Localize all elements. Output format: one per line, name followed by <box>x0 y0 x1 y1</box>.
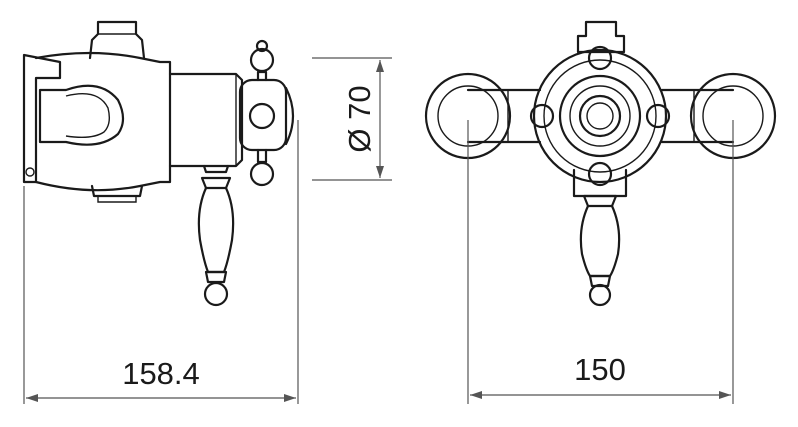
knob-bottom <box>249 161 275 187</box>
front-lever-ferrule <box>588 274 612 288</box>
front-body <box>168 72 244 168</box>
cross-knob-bottom <box>587 161 613 187</box>
knob-stem-bottom <box>256 148 268 164</box>
bottom-fitting-line <box>97 196 137 203</box>
indicator-boss <box>578 94 622 138</box>
central-body <box>532 48 668 184</box>
cross-hub-ring <box>569 85 631 147</box>
front-view <box>424 20 777 307</box>
bottom-fitting <box>90 184 144 198</box>
cross-knob-top <box>587 45 613 71</box>
left-arm <box>466 88 542 144</box>
back-plate <box>22 53 62 184</box>
right-arm <box>660 88 735 144</box>
centres-dimension-label: 150 <box>574 352 626 387</box>
diameter-dimension-label: Ø 70 <box>342 85 377 152</box>
valve-body <box>34 51 172 192</box>
handle-hub <box>238 78 288 152</box>
outlet-elbow <box>38 84 125 146</box>
outlet-bore <box>65 93 111 139</box>
cross-knob-left <box>529 103 555 129</box>
front-top-stem <box>576 20 626 54</box>
top-cap <box>88 20 146 60</box>
side-view <box>22 20 295 307</box>
front-lever-end-ball <box>588 283 612 307</box>
back-plate-screw <box>25 167 35 177</box>
hub-face <box>284 86 295 146</box>
front-lever-collar <box>582 194 618 208</box>
lever-handle <box>197 186 235 274</box>
front-lever-handle <box>579 204 621 278</box>
lever-end-ball <box>203 281 229 307</box>
lever-ferrule <box>204 270 228 284</box>
knob-top-tip <box>255 39 269 53</box>
lever-collar <box>200 164 232 190</box>
hub-boss <box>248 102 276 130</box>
indicator-boss-inner <box>586 102 614 130</box>
cross-hub <box>558 74 642 158</box>
cross-knob-right <box>645 103 671 129</box>
depth-dimension-label: 158.4 <box>122 356 200 391</box>
knob-stem-top <box>256 70 268 82</box>
knob-top <box>249 47 275 73</box>
central-body-ring <box>543 59 657 173</box>
